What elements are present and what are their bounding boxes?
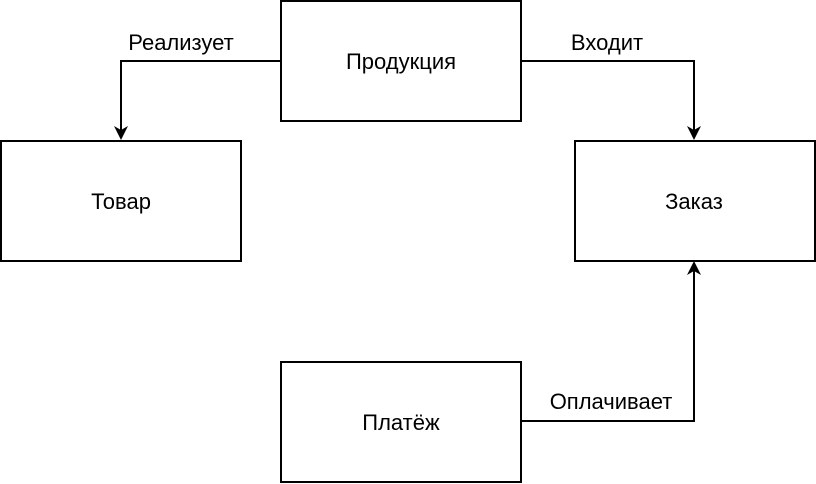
node-produkciya-label: Продукция	[346, 49, 456, 74]
edge-vhodit-arrowhead	[687, 126, 701, 140]
edge-vhodit: Входит	[521, 30, 701, 140]
edge-realizuet-arrowhead	[114, 126, 128, 140]
edge-realizuet: Реализует	[114, 30, 281, 140]
edge-oplachivaet: Оплачивает	[521, 261, 701, 422]
edge-realizuet-line	[120, 60, 281, 131]
node-platezh-box	[280, 361, 522, 483]
edge-oplachivaet-label: Оплачивает	[550, 389, 673, 414]
edge-realizuet-label: Реализует	[128, 30, 233, 55]
node-platezh-label: Платёж	[362, 410, 440, 435]
node-zakaz[interactable]: Заказ	[574, 140, 816, 262]
edge-vhodit-line	[521, 60, 695, 131]
edge-oplachivaet-line	[521, 270, 695, 422]
node-tovar[interactable]: Товар	[0, 140, 242, 262]
edge-oplachivaet-arrowhead	[687, 261, 701, 275]
node-produkciya-box	[280, 0, 522, 122]
edge-vhodit-label: Входит	[571, 30, 643, 55]
node-platezh[interactable]: Платёж	[280, 361, 522, 483]
node-tovar-label: Товар	[91, 189, 151, 214]
node-zakaz-box	[574, 140, 816, 262]
node-tovar-box	[0, 140, 242, 262]
node-produkciya[interactable]: Продукция	[280, 0, 522, 122]
node-zakaz-label: Заказ	[665, 189, 723, 214]
